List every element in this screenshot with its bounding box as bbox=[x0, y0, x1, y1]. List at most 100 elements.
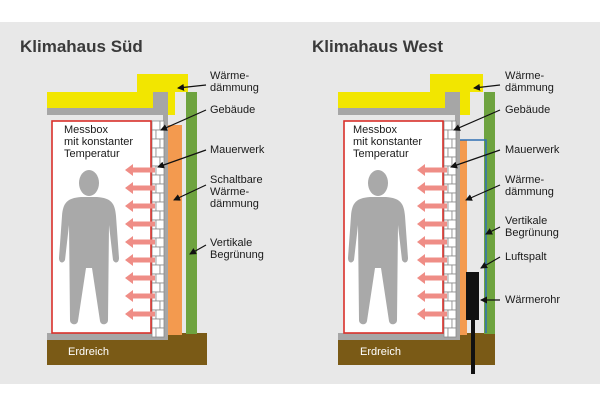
brick bbox=[151, 129, 157, 140]
brick bbox=[443, 327, 449, 338]
brick bbox=[151, 327, 157, 338]
brick bbox=[447, 147, 457, 158]
person-silhouette bbox=[348, 170, 408, 325]
brick bbox=[443, 246, 453, 257]
brick bbox=[447, 129, 457, 140]
brick bbox=[443, 192, 453, 203]
heat-arrow bbox=[125, 272, 155, 284]
box-text-line: Messbox bbox=[64, 124, 109, 136]
heat-arrow bbox=[417, 218, 447, 230]
brick bbox=[151, 210, 161, 221]
brick bbox=[155, 237, 165, 248]
brick bbox=[447, 255, 457, 266]
heat-arrow bbox=[125, 218, 155, 230]
brick bbox=[451, 264, 457, 275]
brick bbox=[155, 255, 165, 266]
brick bbox=[443, 129, 449, 140]
brick bbox=[151, 138, 161, 149]
brick bbox=[151, 147, 157, 158]
brick bbox=[151, 318, 161, 329]
brick bbox=[443, 264, 453, 275]
heat-arrow bbox=[417, 254, 447, 266]
brick bbox=[447, 201, 457, 212]
heat-arrows bbox=[125, 164, 155, 320]
brick bbox=[451, 192, 457, 203]
box-text-line: mit konstanter bbox=[64, 136, 133, 148]
label-vertikale-begruenung: Vertikale bbox=[505, 215, 547, 227]
brick bbox=[159, 138, 165, 149]
brick bbox=[451, 210, 457, 221]
brick bbox=[447, 237, 457, 248]
brick bbox=[155, 201, 165, 212]
label-gebaeude: Gebäude bbox=[505, 104, 550, 116]
brick bbox=[151, 192, 161, 203]
roof-insulation bbox=[47, 74, 188, 115]
brick bbox=[151, 300, 161, 311]
brick bbox=[151, 156, 161, 167]
box-text-line: Temperatur bbox=[64, 148, 120, 160]
panel-title: Klimahaus Süd bbox=[20, 37, 143, 56]
heat-arrow bbox=[417, 236, 447, 248]
brick bbox=[159, 174, 165, 185]
brick bbox=[443, 174, 453, 185]
label-waermedaemmung: dämmung bbox=[210, 82, 259, 94]
brick bbox=[443, 138, 453, 149]
brick bbox=[151, 120, 161, 131]
label-schaltbare-waermedaemmung: Wärme- bbox=[210, 186, 249, 198]
brick bbox=[451, 246, 457, 257]
brick bbox=[443, 318, 453, 329]
heat-arrow bbox=[125, 290, 155, 302]
brick bbox=[451, 120, 457, 131]
heat-arrow bbox=[417, 200, 447, 212]
brick bbox=[151, 174, 161, 185]
brick bbox=[159, 192, 165, 203]
brick bbox=[159, 300, 165, 311]
brick bbox=[443, 300, 453, 311]
heat-arrow bbox=[417, 182, 447, 194]
brick bbox=[155, 147, 165, 158]
label-vertikale-begruenung: Vertikale bbox=[210, 237, 252, 249]
brick bbox=[451, 300, 457, 311]
label-mauerwerk: Mauerwerk bbox=[505, 144, 560, 156]
callout-lines bbox=[450, 83, 501, 304]
brick bbox=[159, 228, 165, 239]
box-text-line: Temperatur bbox=[353, 148, 409, 160]
heat-arrow bbox=[125, 308, 155, 320]
brick bbox=[155, 165, 165, 176]
brick bbox=[443, 156, 453, 167]
earth-label: Erdreich bbox=[68, 346, 109, 358]
brick bbox=[451, 174, 457, 185]
brick bbox=[447, 291, 457, 302]
masonry-wall bbox=[443, 120, 457, 338]
brick bbox=[447, 273, 457, 284]
panel-sued: Klimahaus Süd Erdreich Messbox mit konst… bbox=[20, 37, 265, 365]
label-waermedaemmung: Wärme- bbox=[505, 70, 544, 82]
brick bbox=[443, 147, 449, 158]
brick bbox=[155, 219, 165, 230]
label-luftspalt: Luftspalt bbox=[505, 251, 547, 263]
box-text-line: mit konstanter bbox=[353, 136, 422, 148]
brick bbox=[159, 246, 165, 257]
brick bbox=[447, 183, 457, 194]
label-waermedaemmung-2: dämmung bbox=[505, 186, 554, 198]
brick bbox=[151, 264, 161, 275]
brick bbox=[443, 210, 453, 221]
brick bbox=[447, 165, 457, 176]
brick bbox=[447, 327, 457, 338]
brick bbox=[159, 210, 165, 221]
label-waermerohr: Wärmerohr bbox=[505, 294, 560, 306]
brick bbox=[155, 273, 165, 284]
brick bbox=[451, 138, 457, 149]
heat-arrow bbox=[417, 272, 447, 284]
earth-label: Erdreich bbox=[360, 346, 401, 358]
heat-arrow bbox=[125, 182, 155, 194]
label-gebaeude: Gebäude bbox=[210, 104, 255, 116]
label-vertikale-begruenung: Begrünung bbox=[210, 249, 264, 261]
heat-arrow bbox=[417, 290, 447, 302]
brick bbox=[159, 264, 165, 275]
label-mauerwerk: Mauerwerk bbox=[210, 144, 265, 156]
label-waermedaemmung: dämmung bbox=[505, 82, 554, 94]
vertical-greening bbox=[484, 92, 495, 334]
brick bbox=[447, 219, 457, 230]
